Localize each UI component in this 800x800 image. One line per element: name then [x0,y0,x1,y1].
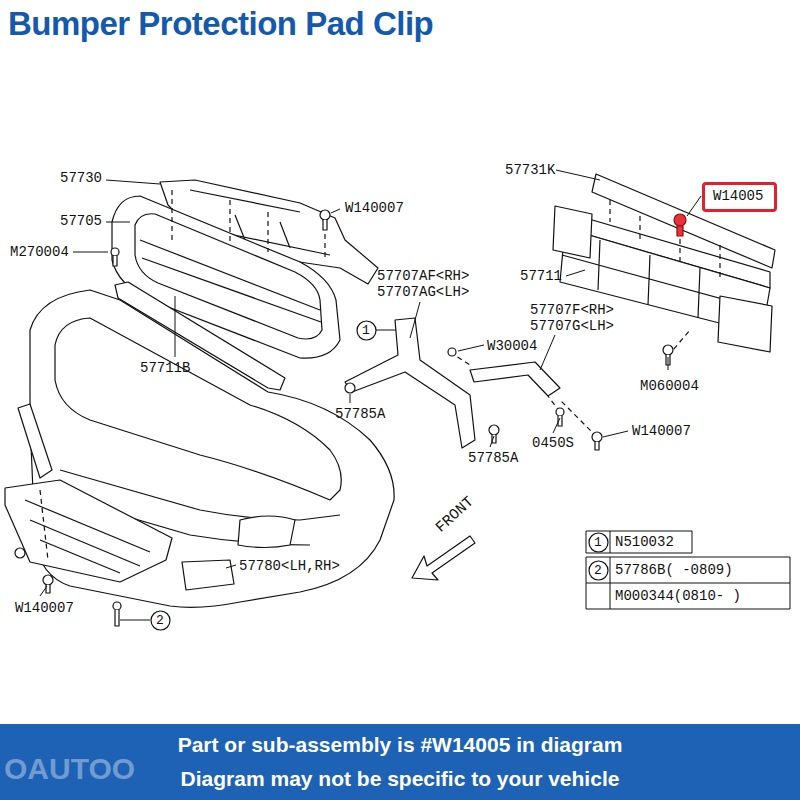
highlight-box: W14005 [702,182,777,212]
part-number: W140007 [632,423,691,439]
footer-text: Diagram may not be specific to your vehi… [181,766,620,792]
undercover [5,480,172,582]
part-number: 57711 [520,268,562,284]
callout-number: 1 [362,323,370,338]
highlighted-clip [674,214,686,236]
table-cell: N510032 [615,534,674,550]
footer-text: Part or sub-assembly is #W14005 in diagr… [178,732,623,758]
direction-label: FRONT [432,493,478,537]
part-number: W140007 [15,600,74,616]
callout-circle: 2 [588,560,609,581]
side-bracket [18,404,52,478]
part-number: 0450S [532,435,574,451]
table-cell: M000344(0810- ) [615,588,741,604]
part-number: M270004 [10,244,69,260]
part-number: 57730 [60,170,102,186]
part-number: 57705 [60,213,102,229]
undercover-ribs [25,500,150,573]
fog-lamp-opening [238,516,295,548]
table-lines [586,531,790,609]
part-number: W30004 [487,338,537,354]
reinforcement-bracket-left [553,206,592,258]
callout-number: 1 [594,535,602,550]
part-number: 57785A [468,450,518,466]
bracket-57707F [470,362,560,396]
part-number: 57707F<RH> [530,302,614,318]
part-number: M060004 [640,378,699,394]
watermark: OAUTOO [4,752,135,786]
part-number: W140007 [345,200,404,216]
part-number: 57711B [140,360,190,376]
part-number: 57707AG<LH> [377,284,469,300]
part-number: 57780<LH,RH> [239,558,340,574]
bolts [15,210,673,626]
part-number: 57707AF<RH> [377,268,469,284]
callout-circle: 2 [150,610,171,631]
part-number: 57731K [505,162,555,178]
reinforcement-bracket-right [718,296,772,352]
table-cell: 57786B( -0809) [615,562,733,578]
part-number: 57707G<LH> [530,318,614,334]
fog-cover [182,560,234,590]
callout-number: 2 [156,613,164,628]
page-title: Bumper Protection Pad Clip [8,4,433,44]
callout-circle: 1 [588,532,609,553]
part-number: W14005 [713,188,766,204]
callout-number: 2 [594,563,602,578]
callout-circle: 1 [356,320,377,341]
front-arrow [412,536,475,580]
part-number: 57785A [335,406,385,422]
alignment-lines [40,190,720,560]
bumper-opening [55,318,341,500]
